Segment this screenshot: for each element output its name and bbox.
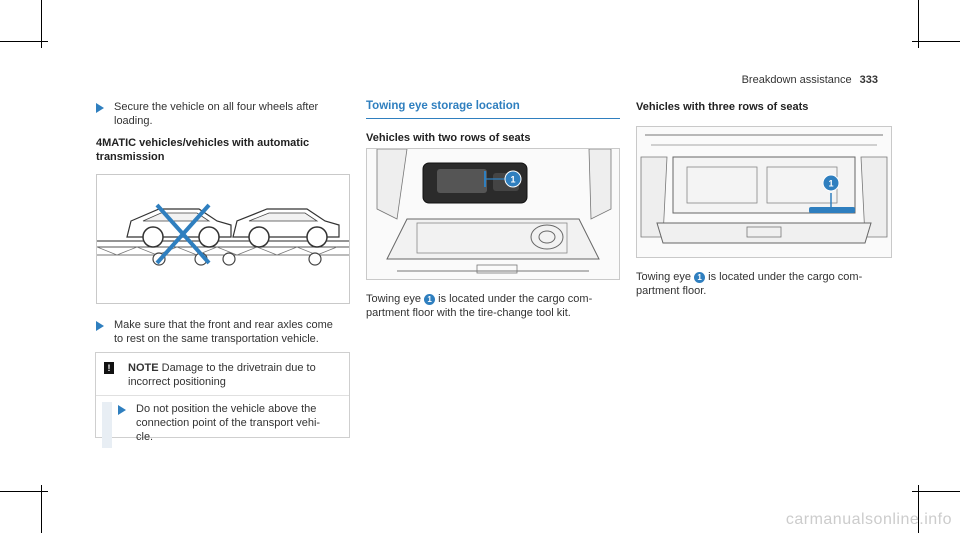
bullet-text-line: Secure the vehicle on all four wheels af… — [114, 101, 319, 113]
caption-post: is located under the cargo com- — [708, 271, 863, 283]
bullet-text-line: Make sure that the front and rear axles … — [114, 319, 333, 331]
caption-pre: Towing eye — [636, 271, 692, 283]
note-bullet-line: cle. — [136, 431, 154, 443]
right-column: Vehicles with three rows of seats — [636, 100, 890, 114]
caption-line2: partment floor with the tire-change tool… — [366, 307, 571, 319]
crop-mark — [0, 491, 48, 492]
note-title: Damage to the drivetrain due to — [161, 362, 316, 374]
bullet-text-line: loading. — [114, 115, 153, 127]
caption-line2: partment floor. — [636, 285, 707, 297]
page-number: 333 — [859, 74, 878, 86]
heading-line: transmission — [96, 151, 165, 163]
crop-mark — [0, 41, 48, 42]
figure-transport-vehicles — [96, 174, 350, 304]
middle-column: Towing eye storage location Vehicles wit… — [366, 100, 620, 145]
section-name: Breakdown assistance — [741, 74, 852, 86]
callout-1: 1 — [828, 179, 833, 189]
crop-mark — [918, 0, 919, 48]
note-bullet: Do not position the vehicle above the co… — [96, 396, 349, 448]
exclamation-icon: ! — [104, 362, 114, 374]
watermark: carmanualsonline.info — [785, 511, 952, 528]
crop-mark — [918, 485, 919, 533]
right-caption: Towing eye 1 is located under the cargo … — [636, 270, 890, 298]
note-title-line2: incorrect positioning — [128, 376, 226, 388]
left-column: Secure the vehicle on all four wheels af… — [96, 100, 350, 164]
bullet-text-line: to rest on the same transportation vehic… — [114, 333, 319, 345]
caption-post: is located under the cargo com- — [438, 293, 593, 305]
middle-caption: Towing eye 1 is located under the cargo … — [366, 292, 620, 320]
note-side-bar — [102, 402, 112, 448]
bullet-arrow-icon — [96, 321, 104, 331]
cargo-illustration-two-rows: 1 — [367, 149, 619, 279]
heading-4matic: 4MATIC vehicles/vehicles with automatic … — [96, 136, 350, 164]
note-box: ! NOTE Damage to the drivetrain due to i… — [95, 352, 350, 448]
crop-mark — [41, 485, 42, 533]
caption-pre: Towing eye — [366, 293, 422, 305]
section-rule — [366, 118, 620, 119]
note-bullet-line: Do not position the vehicle above the — [136, 403, 317, 415]
note-label: NOTE — [128, 362, 159, 374]
subheading-three-rows: Vehicles with three rows of seats — [636, 101, 809, 113]
crop-mark — [912, 41, 960, 42]
transport-illustration — [97, 203, 349, 266]
left-column-lower: Make sure that the front and rear axles … — [96, 318, 350, 346]
bullet-arrow-icon — [96, 103, 104, 113]
figure-three-rows-cargo: 1 — [636, 126, 892, 258]
section-title: Towing eye storage location — [366, 100, 520, 112]
callout-marker: 1 — [424, 293, 436, 305]
crop-mark — [912, 491, 960, 492]
running-header: Breakdown assistance 333 — [742, 74, 878, 86]
bullet-arrow-icon — [118, 405, 126, 415]
bullet-axles: Make sure that the front and rear axles … — [96, 318, 350, 346]
note-bullet-line: connection point of the transport vehi- — [136, 417, 321, 429]
crop-mark — [41, 0, 42, 48]
cargo-illustration-three-rows: 1 — [637, 127, 891, 257]
figure-two-rows-cargo: 1 — [366, 148, 620, 280]
bullet-secure-vehicle: Secure the vehicle on all four wheels af… — [96, 100, 350, 128]
callout-1: 1 — [510, 175, 515, 185]
note-header: ! NOTE Damage to the drivetrain due to i… — [96, 353, 349, 395]
heading-line: 4MATIC vehicles/vehicles with automatic — [96, 137, 310, 149]
callout-marker: 1 — [694, 271, 706, 283]
subheading-two-rows: Vehicles with two rows of seats — [366, 132, 531, 144]
